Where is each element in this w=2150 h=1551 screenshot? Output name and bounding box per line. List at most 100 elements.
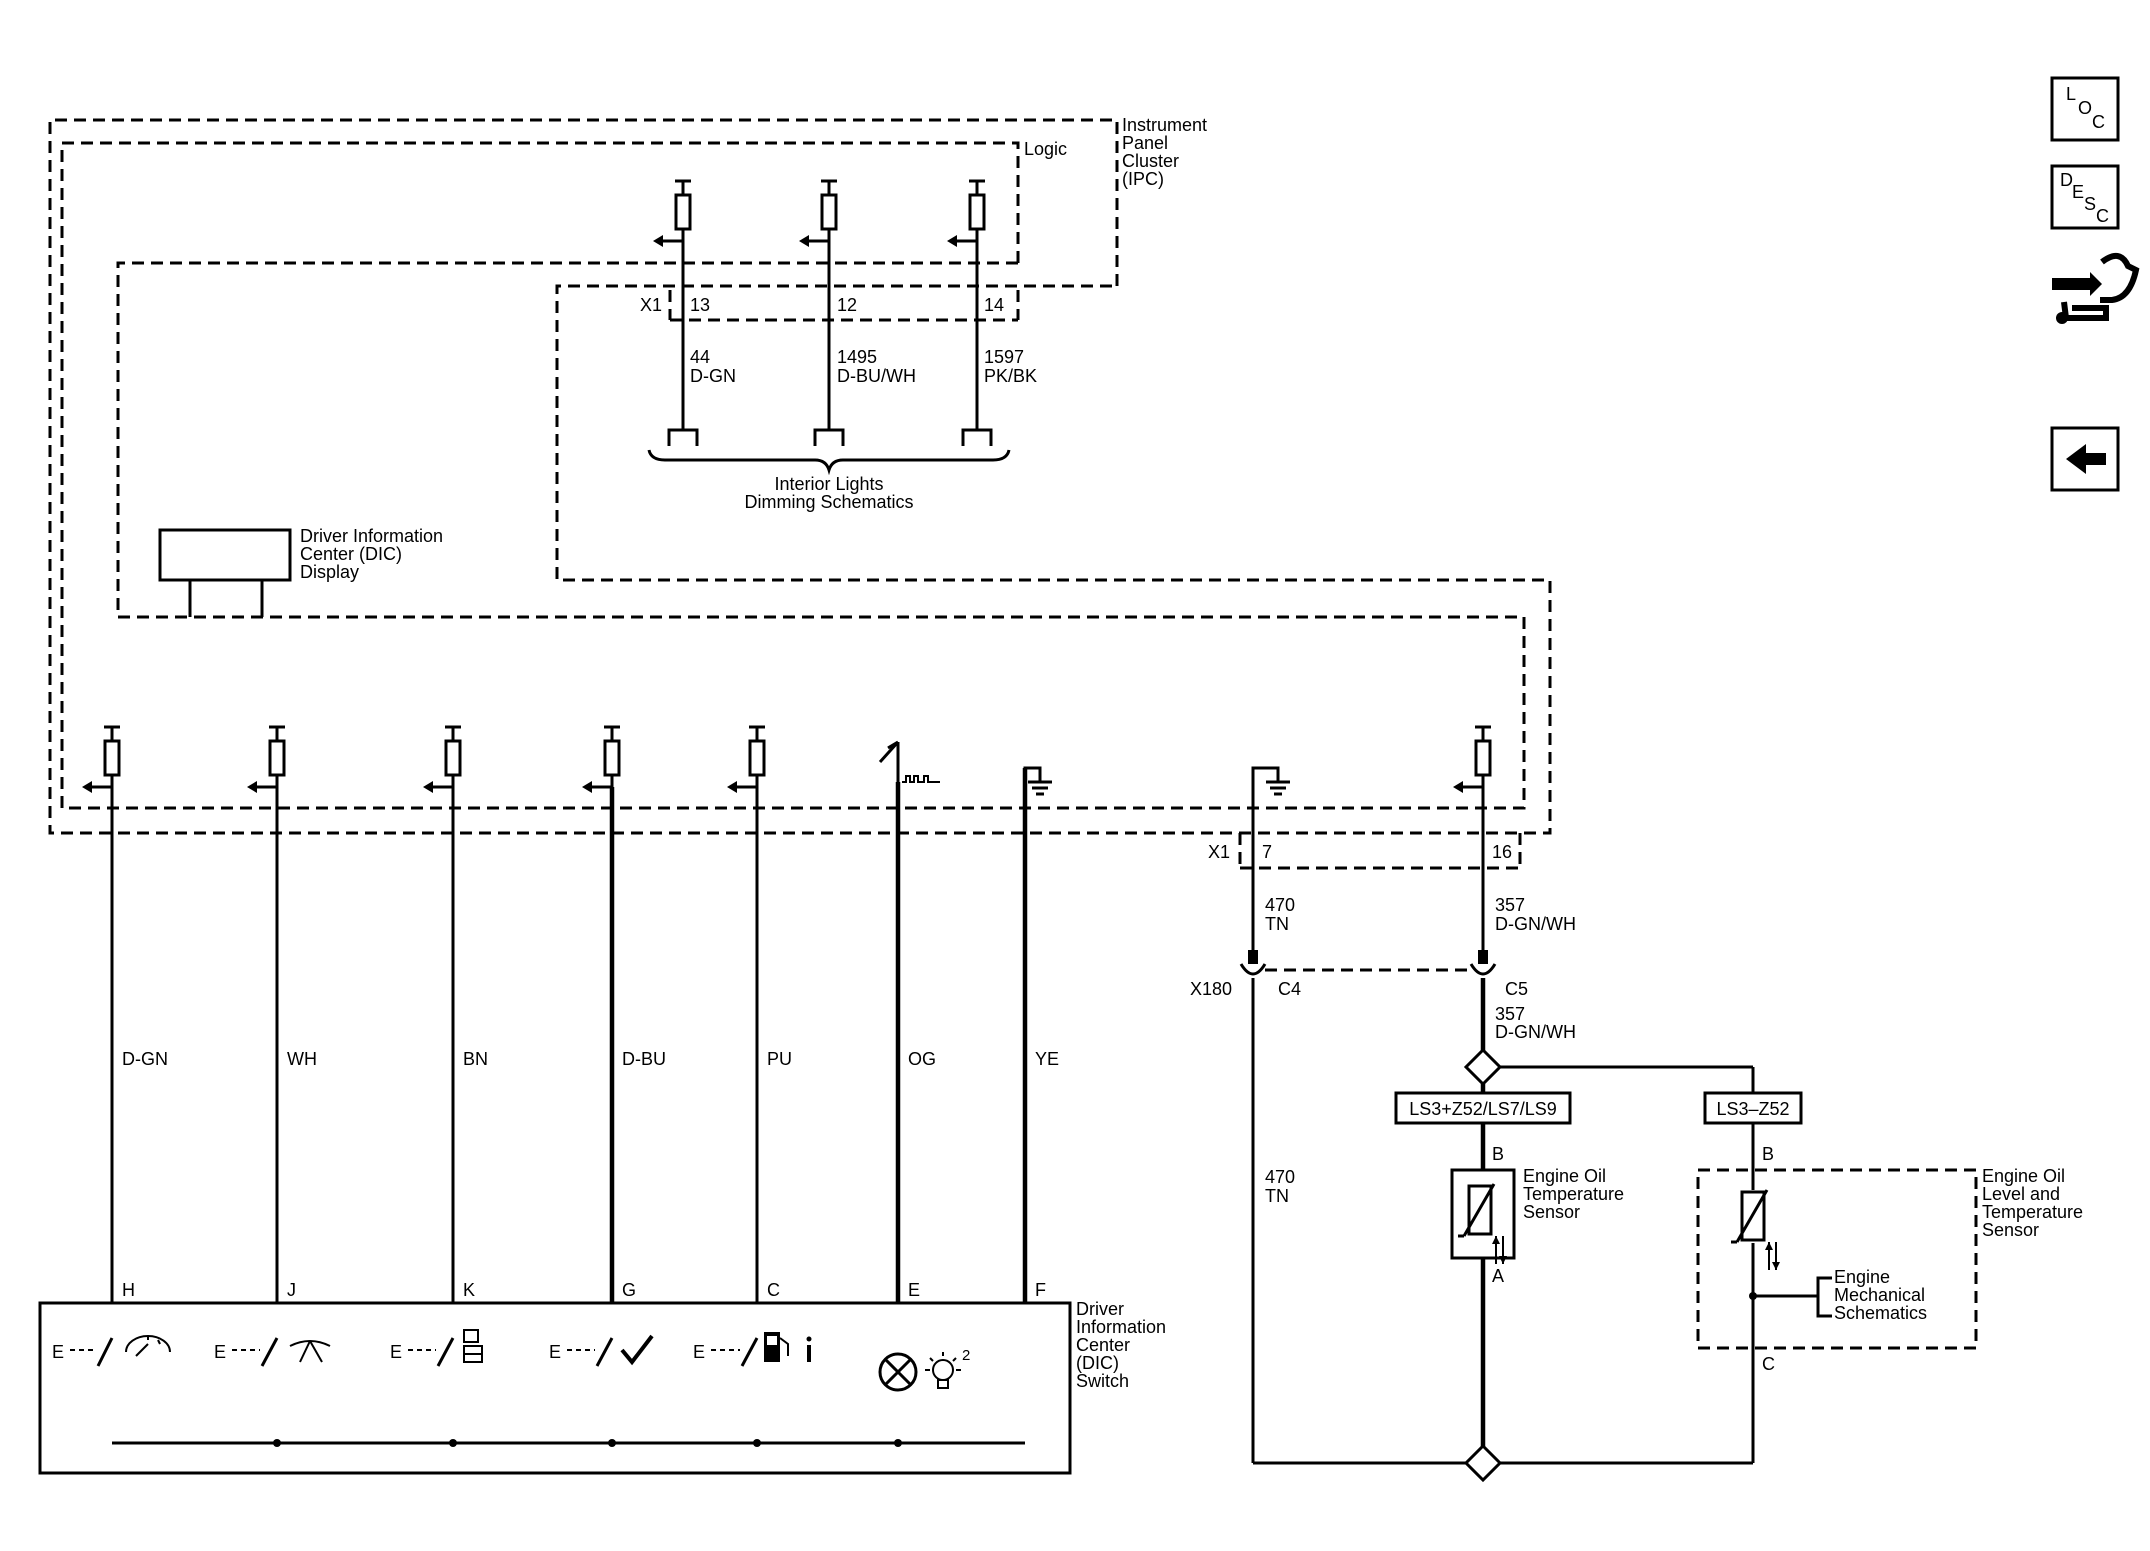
connector-view-icon[interactable] [2052,253,2140,324]
oil-level-sensor [1696,1123,1978,1463]
wire-357-color: D-GN/WH [1495,914,1576,934]
dic-pullups [80,725,1054,833]
svg-text:D: D [2060,170,2073,190]
back-button[interactable] [2050,426,2120,492]
label-line: Driver [1076,1299,1124,1319]
back-arrow-icon [2066,444,2106,474]
label-line: Sensor [1982,1220,2039,1240]
pin-e: E [908,1280,920,1300]
svg-text:C: C [2096,206,2109,226]
pullup-357 [1451,725,1493,795]
label-line: Information [1076,1317,1166,1337]
svg-text:E: E [214,1342,226,1362]
wire-470b-circuit: 470 [1265,1167,1295,1187]
svg-text:E: E [693,1342,705,1362]
label-line: Dimming Schematics [744,492,913,512]
label-line: Engine [1834,1267,1890,1287]
switch-g: E [549,1334,654,1367]
pin-b-left: B [1492,1144,1504,1164]
svg-text:L: L [2066,84,2076,104]
top-pullups [647,179,1011,476]
lamp-superscript: 2 [962,1347,970,1364]
lamp-icon [925,1352,961,1389]
gauge-icon [125,1335,171,1357]
label-line: Interior Lights [774,474,883,494]
x1-top-label: X1 [640,295,662,315]
wire-470-circuit: 470 [1265,895,1295,915]
info-display-icon [463,1329,483,1363]
wire-470-color: TN [1265,914,1289,934]
label-line: (IPC) [1122,169,1164,189]
top-circuit-44: 44 [690,347,710,367]
ipc-outline [48,118,1552,835]
label-line: Driver Information [300,526,443,546]
top-color-dbuwh: D-BU/WH [837,366,916,386]
wire-color-bn: BN [463,1049,488,1069]
dic-display [158,528,292,617]
svg-text:E: E [390,1342,402,1362]
pin-a-left: A [1492,1266,1504,1286]
label-line: Mechanical [1834,1285,1925,1305]
label-line: (DIC) [1076,1353,1119,1373]
fuel-info-icon [764,1332,812,1362]
pin-g: G [622,1280,636,1300]
loc-button[interactable]: L O C [2050,76,2120,142]
label-line: Schematics [1834,1303,1927,1323]
label-line: Engine Oil [1523,1166,1606,1186]
svg-text:S: S [2084,194,2096,214]
wire-470b-color: TN [1265,1186,1289,1206]
option-a-label: LS3+Z52/LS7/LS9 [1409,1099,1557,1119]
checkmark-icon [620,1334,654,1366]
top-color-pkbk: PK/BK [984,366,1037,386]
dic-switch [38,1301,1072,1475]
svg-text:E: E [2072,182,2084,202]
option-boxes [1394,1091,1803,1125]
label-line: Center [1076,1335,1130,1355]
top-color-dgn: D-GN [690,366,736,386]
wire-color-pu: PU [767,1049,792,1069]
switch-c: E [693,1332,812,1367]
dic-pin-letters: H J K G C E F [122,1280,1046,1300]
svg-text:E: E [549,1342,561,1362]
ground-470 [1251,766,1292,833]
label-line: Instrument [1122,115,1207,135]
label-line: Level and [1982,1184,2060,1204]
wire-color-wh: WH [287,1049,317,1069]
oil-temp-sensor [1450,1123,1516,1460]
right-wires [1239,787,1497,1463]
label-line: Center (DIC) [300,544,402,564]
x1-lower-label: X1 [1208,842,1230,862]
switch-h: E [52,1335,171,1367]
splice-top [1463,1047,1755,1093]
label-line: Temperature [1523,1184,1624,1204]
wire-color-dgn: D-GN [122,1049,168,1069]
pin-h: H [122,1280,135,1300]
wire-color-og: OG [908,1049,936,1069]
pin-16: 16 [1492,842,1512,862]
label-line: Display [300,562,359,582]
pin-c: C [767,1280,780,1300]
desc-button[interactable]: D E S C [2050,164,2120,230]
pin-c-right: C [1762,1354,1775,1374]
switch-e: 2 [878,1347,970,1392]
c5-label: C5 [1505,979,1528,999]
svg-text:C: C [2092,112,2105,132]
label-line: Temperature [1982,1202,2083,1222]
pin-f: F [1035,1280,1046,1300]
logic-label: Logic [1024,139,1067,159]
wiper-icon [289,1340,331,1363]
top-pin-12: 12 [837,295,857,315]
x180-label: X180 [1190,979,1232,999]
top-pin-14: 14 [984,295,1004,315]
splice-bottom [1253,1443,1753,1483]
top-circuit-1495: 1495 [837,347,877,367]
label-line: Cluster [1122,151,1179,171]
